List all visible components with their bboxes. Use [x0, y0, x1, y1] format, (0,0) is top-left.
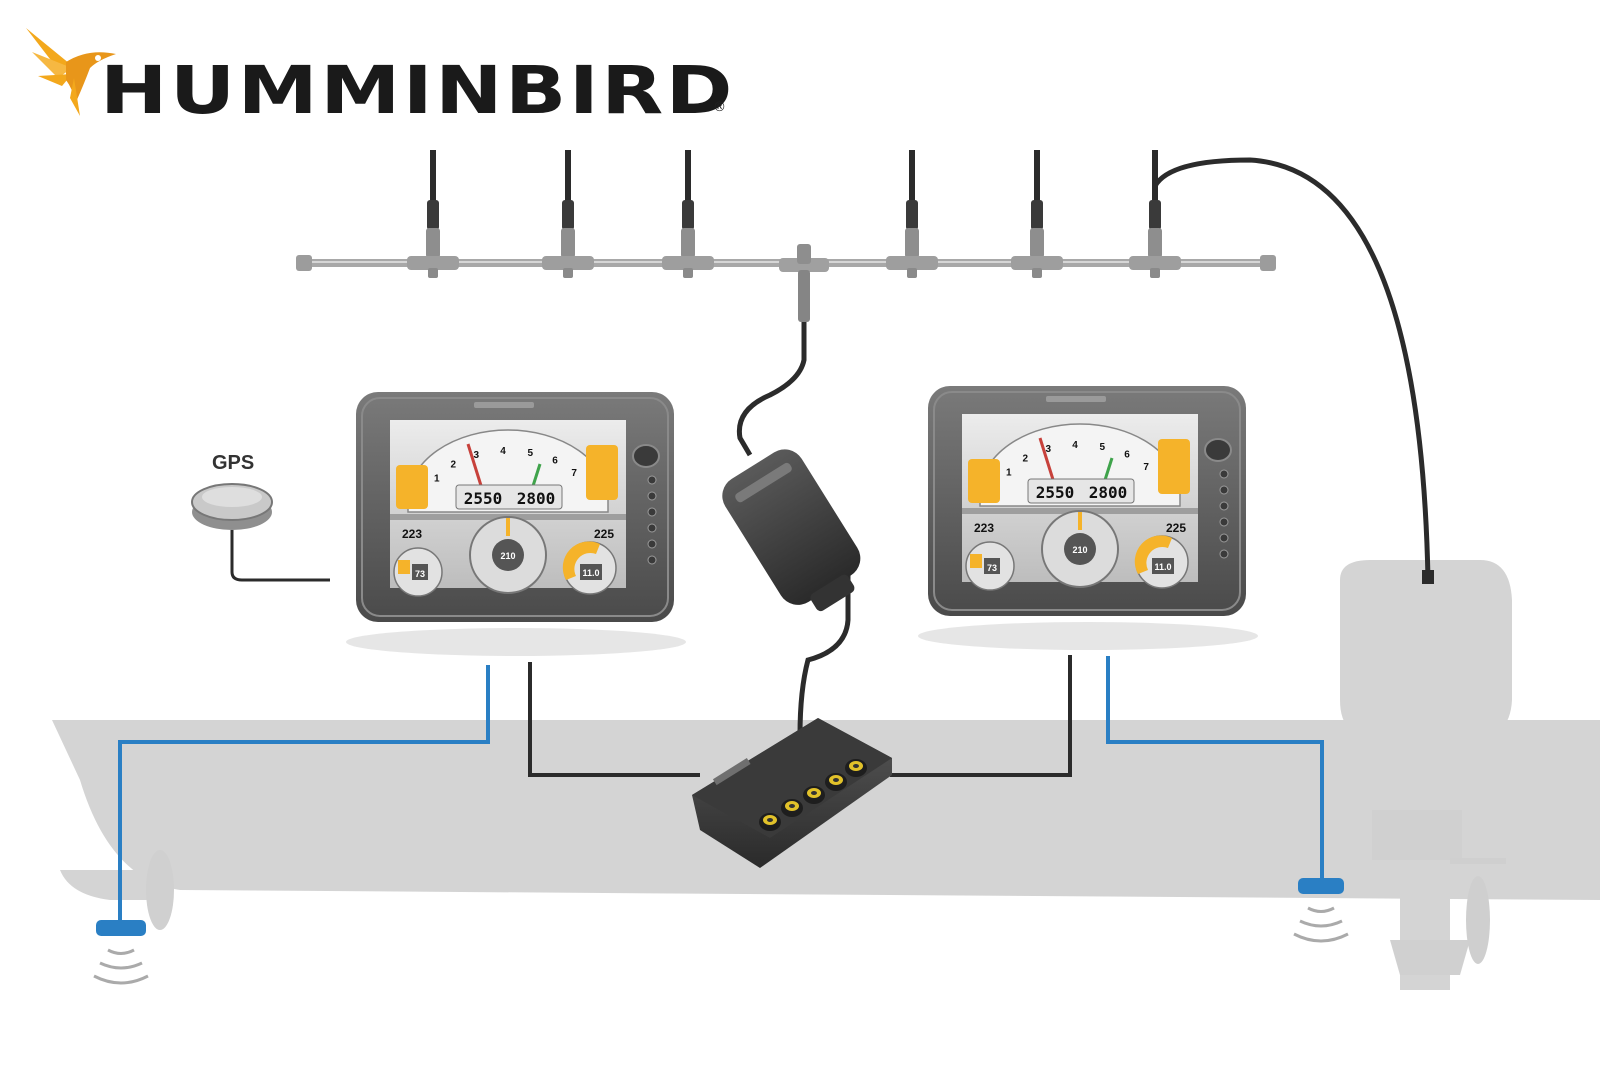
ethernet-cable-right — [890, 655, 1072, 777]
ethernet-cable-left — [528, 662, 700, 777]
hub-port — [759, 813, 781, 831]
rpm-left-readout: 2550 — [1036, 483, 1075, 502]
right-value-readout: 225 — [1166, 521, 1186, 535]
transducer-cable-right — [1106, 656, 1324, 882]
center-value-readout: 210 — [500, 551, 515, 561]
nmea-gateway — [722, 449, 861, 612]
nmea-drop-cables — [407, 150, 1181, 278]
hummingbird-logo-icon — [26, 28, 116, 116]
nmea-drop — [407, 150, 459, 278]
lower-right-readout: 11.0 — [582, 568, 599, 578]
dial-digit: 5 — [528, 448, 534, 459]
ethernet-hub — [692, 718, 892, 868]
sonar-wave-icon — [93, 948, 149, 985]
lower-left-readout: 73 — [987, 563, 997, 573]
dial-digit: 2 — [1022, 454, 1028, 465]
lower-left-readout: 73 — [415, 569, 425, 579]
center-value-readout: 210 — [1072, 545, 1087, 555]
hub-downlink-cable — [797, 572, 851, 736]
dial-digit: 4 — [500, 446, 506, 457]
hub-port — [781, 799, 803, 817]
right-value-readout: 225 — [594, 527, 614, 541]
rpm-right-readout: 2800 — [1089, 483, 1128, 502]
brand-wordmark: HUMMINBIRD — [100, 52, 735, 129]
lower-right-readout: 11.0 — [1154, 562, 1171, 572]
left-value-readout: 223 — [974, 521, 994, 535]
rpm-left-readout: 2550 — [464, 489, 503, 508]
dial-digit: 3 — [1045, 444, 1051, 455]
dial-digit: 1 — [434, 473, 440, 484]
dial-digit: 1 — [1006, 467, 1012, 478]
transducer-cable-left — [118, 665, 490, 922]
engine-cable — [1152, 157, 1431, 581]
registered-mark: ® — [713, 100, 726, 115]
dial-digit: 4 — [1072, 440, 1078, 451]
hub-port — [845, 759, 867, 777]
rpm-right-readout: 2800 — [517, 489, 556, 508]
dial-digit: 6 — [1124, 450, 1130, 461]
nmea-drop — [1129, 150, 1181, 278]
nmea-drop — [1011, 150, 1063, 278]
dial-digit: 7 — [571, 468, 577, 479]
left-value-readout: 223 — [402, 527, 422, 541]
dial-digit: 2 — [450, 460, 456, 471]
transducer-right — [1293, 878, 1349, 943]
display-right: 12 3 4 5 6 7 2550 2800 223 225 210 73 11.0 — [918, 386, 1258, 650]
transducer-left — [93, 920, 149, 985]
nmea-drop — [542, 150, 594, 278]
sonar-wave-icon — [1293, 906, 1349, 943]
hub-port — [803, 786, 825, 804]
dial-digit: 3 — [473, 450, 479, 461]
hub-port — [825, 773, 847, 791]
nmea-drop — [886, 150, 938, 278]
gps-puck-icon — [191, 483, 330, 582]
hub-ports — [759, 759, 867, 831]
nmea-drop — [662, 150, 714, 278]
center-tee-connector — [779, 244, 829, 322]
display-left: 12 3 4 5 6 7 2550 2800 223 225 210 73 11.0 — [346, 392, 686, 656]
outboard-motor — [1340, 560, 1512, 990]
dial-digit: 7 — [1143, 462, 1149, 473]
dial-digit: 5 — [1100, 442, 1106, 453]
gps-label: GPS — [212, 452, 255, 474]
dial-digit: 6 — [552, 456, 558, 467]
hub-uplink-cable — [736, 322, 807, 457]
